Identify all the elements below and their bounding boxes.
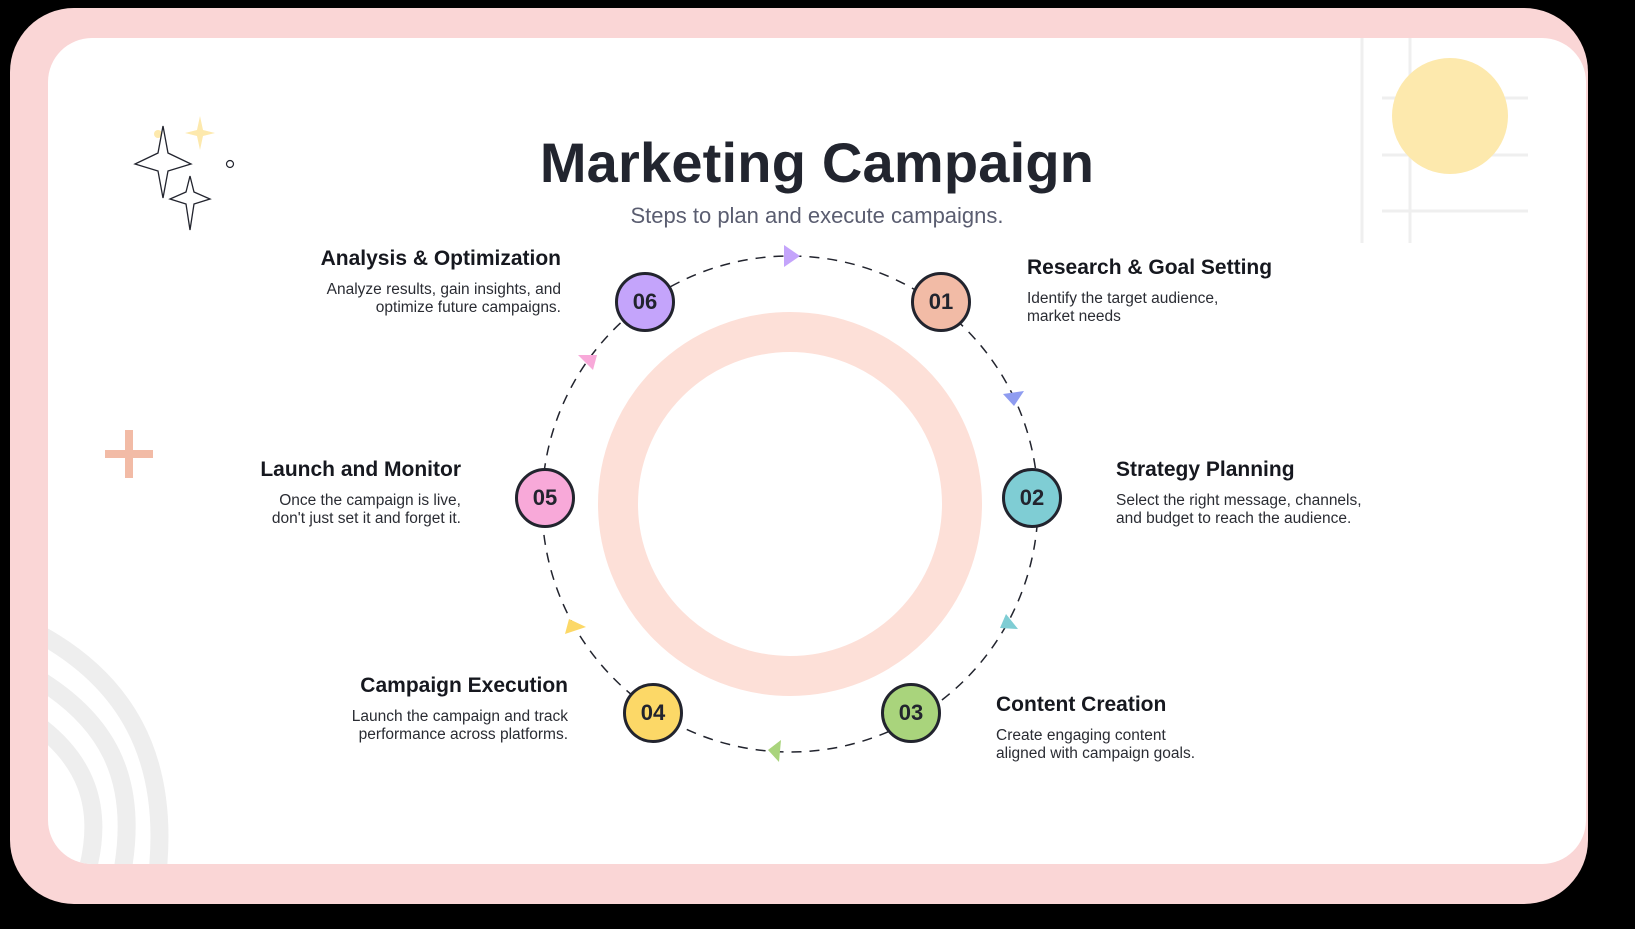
step-04: Campaign Execution Launch the campaign a… [268, 674, 568, 744]
arcs-decoration [48, 628, 169, 864]
step-description: Launch the campaign and track performanc… [351, 708, 568, 743]
step-badge-01: 01 [911, 272, 971, 332]
step-badge-03: 03 [881, 683, 941, 743]
center-ring [598, 312, 982, 696]
arrow-icon [1003, 391, 1024, 406]
step-title: Analysis & Optimization [320, 247, 561, 270]
step-description: Select the right message, channels, and … [1116, 492, 1362, 527]
arrow-icon [1000, 614, 1018, 629]
page-title: Marketing Campaign [539, 131, 1095, 194]
step-01: Research & Goal Setting Identify the tar… [1027, 256, 1327, 326]
step-description: Create engaging content aligned with cam… [996, 727, 1196, 762]
step-02: Strategy Planning Select the right messa… [1116, 458, 1386, 528]
step-title: Content Creation [996, 693, 1167, 716]
page-subtitle: Steps to plan and execute campaigns. [630, 203, 1004, 228]
step-05: Launch and Monitor Once the campaign is … [161, 458, 461, 528]
step-title: Launch and Monitor [260, 458, 461, 481]
step-badge-04: 04 [623, 683, 683, 743]
step-description: Analyze results, gain insights, and opti… [326, 281, 561, 316]
step-description: Identify the target audience, market nee… [1027, 290, 1219, 325]
arrow-icon [768, 740, 781, 762]
step-title: Campaign Execution [360, 674, 568, 697]
arrow-icon [784, 245, 800, 267]
step-03: Content Creation Create engaging content… [996, 693, 1246, 763]
step-06: Analysis & Optimization Analyze results,… [261, 247, 561, 317]
sparkles-icon [133, 116, 235, 231]
step-badge-05: 05 [515, 468, 575, 528]
step-title: Strategy Planning [1116, 458, 1295, 481]
arrow-icon [565, 619, 586, 634]
arrow-icon [578, 355, 597, 370]
direction-arrows [565, 245, 1024, 762]
step-badge-06: 06 [615, 272, 675, 332]
step-title: Research & Goal Setting [1027, 256, 1273, 279]
step-description: Once the campaign is live, don't just se… [271, 492, 461, 527]
plus-icon [105, 430, 153, 478]
diagram-card: Marketing Campaign Steps to plan and exe… [48, 38, 1586, 864]
yellow-circle-decoration [1392, 58, 1508, 174]
diagram-canvas [48, 38, 1528, 864]
step-badge-02: 02 [1002, 468, 1062, 528]
